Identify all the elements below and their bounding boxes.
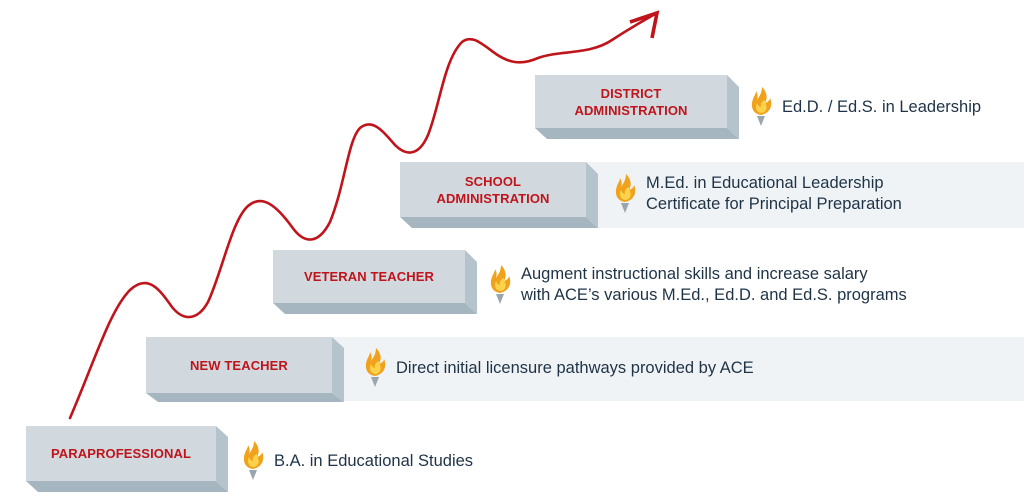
description-text: Direct initial licensure pathways provid…: [396, 358, 754, 379]
step-block: [273, 250, 477, 314]
step-title: VETERAN TEACHER: [303, 269, 435, 284]
torch-flame-icon: [751, 87, 772, 126]
description-text: B.A. in Educational Studies: [274, 451, 473, 472]
step-title: NEW TEACHER: [190, 357, 288, 373]
torch-flame-icon: [243, 441, 264, 480]
step-block: [146, 337, 344, 402]
step-description-school-administration: M.Ed. in Educational Leadership Certific…: [612, 170, 902, 218]
step-block: [535, 75, 739, 139]
description-text: Augment instructional skills and increas…: [521, 264, 907, 306]
description-text: M.Ed. in Educational Leadership Certific…: [646, 173, 902, 215]
step-title: DISTRICT ADMINISTRATION: [535, 75, 727, 128]
step-description-veteran-teacher: Augment instructional skills and increas…: [487, 261, 907, 309]
description-text: Ed.D. / Ed.S. in Leadership: [782, 97, 981, 118]
step-title: SCHOOL ADMINISTRATION: [400, 162, 586, 217]
description-line: with ACE’s various M.Ed., Ed.D. and Ed.S…: [521, 286, 907, 304]
step-title-line: ADMINISTRATION: [574, 102, 688, 118]
torch-flame-icon: [490, 265, 511, 304]
step-block: [26, 426, 228, 492]
description-line: B.A. in Educational Studies: [274, 451, 474, 470]
description-line: M.Ed. in Educational Leadership: [646, 174, 884, 192]
description-line: Direct initial licensure pathways provid…: [396, 358, 754, 377]
step-title-line: ADMINISTRATION: [436, 190, 550, 206]
torch-flame-icon: [365, 348, 386, 387]
torch-flame-icon: [615, 174, 636, 213]
step-title: PARAPROFESSIONAL: [50, 446, 192, 461]
description-line: Ed.D. / Ed.S. in Leadership: [782, 97, 982, 116]
description-line: Augment instructional skills and increas…: [521, 265, 868, 283]
school-administration-band: [584, 162, 1024, 228]
description-line: Certificate for Principal Preparation: [646, 195, 902, 213]
step-block: [400, 162, 598, 228]
step-description-paraprofessional: B.A. in Educational Studies: [240, 437, 473, 485]
step-title-line: DISTRICT: [600, 85, 662, 101]
step-title-line: SCHOOL: [464, 173, 522, 189]
step-description-new-teacher: Direct initial licensure pathways provid…: [362, 344, 754, 392]
step-description-district-administration: Ed.D. / Ed.S. in Leadership: [748, 83, 981, 131]
